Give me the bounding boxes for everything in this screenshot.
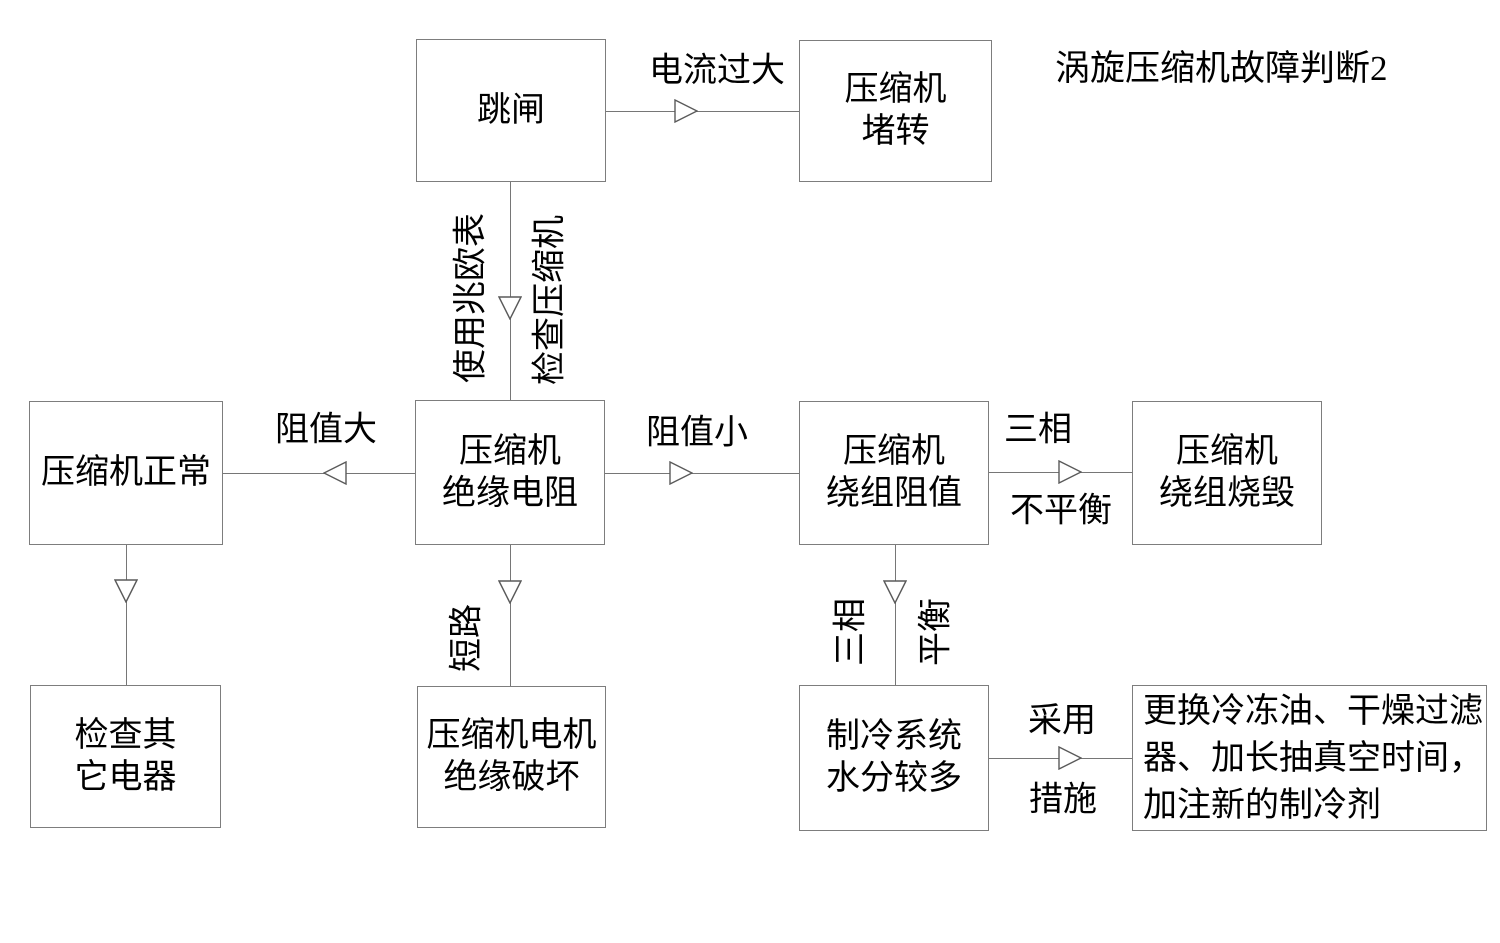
edge-label-use-megohmmeter: 使用兆欧表 (452, 213, 490, 383)
connector-insulation-to-motor (510, 545, 511, 686)
edge-label-resistance-large: 阻值大 (275, 411, 377, 449)
connector-normal-to-checkother (126, 545, 127, 687)
arrow-down-icon (498, 580, 522, 604)
edge-label-adopt: 采用 (1028, 702, 1096, 740)
node-remedy-label: 加注新的制冷剂 (1143, 786, 1381, 824)
connector-trip-to-insulation (510, 182, 511, 400)
arrow-down-icon (883, 580, 907, 604)
node-winding-resistance: 压缩机 绕组阻值 (799, 401, 989, 545)
node-remedy-label: 更换冷冻油、干燥过滤 (1143, 692, 1483, 730)
connector-trip-to-locked (606, 111, 799, 112)
node-system-moisture-label: 制冷系统 (826, 718, 962, 755)
edge-label-three-phase: 三相 (1004, 411, 1072, 449)
connector-winding-to-moisture (895, 545, 896, 685)
node-insulation-resistance: 压缩机 绝缘电阻 (415, 400, 605, 545)
node-insulation-resistance-label: 压缩机 (459, 432, 561, 470)
arrow-right-icon (674, 99, 698, 123)
arrow-right-icon (669, 461, 693, 485)
node-compressor-locked-label: 压缩机 (844, 71, 947, 108)
node-check-other-devices: 检查其 它电器 (30, 685, 221, 828)
node-check-other-devices-label: 它电器 (74, 758, 177, 796)
edge-label-measures: 措施 (1029, 781, 1097, 819)
node-compressor-locked: 压缩机 堵转 (799, 40, 992, 182)
node-trip: 跳闸 (416, 39, 606, 182)
edge-label-resistance-small: 阻值小 (646, 414, 748, 452)
node-compressor-locked-label: 堵转 (861, 113, 930, 150)
node-winding-resistance-label: 压缩机 (843, 433, 945, 470)
arrow-down-icon (498, 296, 522, 320)
connector-insulation-to-normal (223, 473, 415, 474)
node-motor-insulation-damaged-label: 压缩机电机 (426, 717, 597, 754)
node-remedy: 更换冷冻油、干燥过滤 器、加长抽真空时间， 加注新的制冷剂 (1132, 685, 1487, 831)
edge-label-three-phase-vertical: 三相 (832, 598, 870, 666)
arrow-down-icon (114, 579, 138, 603)
node-winding-burned-label: 压缩机 (1176, 433, 1278, 470)
node-winding-burned-label: 绕组烧毁 (1159, 475, 1295, 512)
node-motor-insulation-damaged-label: 绝缘破坏 (443, 759, 580, 796)
edge-label-unbalanced: 不平衡 (1010, 492, 1112, 530)
node-winding-burned: 压缩机 绕组烧毁 (1132, 401, 1322, 545)
node-compressor-normal-label: 压缩机正常 (41, 454, 211, 491)
node-remedy-label: 器、加长抽真空时间， (1143, 739, 1483, 777)
node-motor-insulation-damaged: 压缩机电机 绝缘破坏 (417, 686, 606, 828)
node-trip-label: 跳闸 (477, 91, 545, 129)
diagram-title: 涡旋压缩机故障判断2 (1055, 49, 1388, 88)
connector-insulation-to-winding (605, 473, 799, 474)
edge-label-short-circuit: 短路 (448, 604, 486, 672)
node-system-moisture-label: 水分较多 (826, 760, 962, 797)
node-check-other-devices-label: 检查其 (74, 716, 177, 754)
arrow-right-icon (1058, 460, 1082, 484)
arrow-left-icon (323, 461, 347, 485)
node-compressor-normal: 压缩机正常 (29, 401, 223, 545)
node-insulation-resistance-label: 绝缘电阻 (442, 474, 578, 512)
node-winding-resistance-label: 绕组阻值 (826, 475, 962, 512)
arrow-right-icon (1058, 746, 1082, 770)
edge-label-check-compressor: 检查压缩机 (531, 215, 569, 385)
edge-label-balanced: 平衡 (917, 598, 955, 666)
node-system-moisture: 制冷系统 水分较多 (799, 685, 989, 831)
edge-label-current-too-large: 电流过大 (649, 52, 785, 90)
